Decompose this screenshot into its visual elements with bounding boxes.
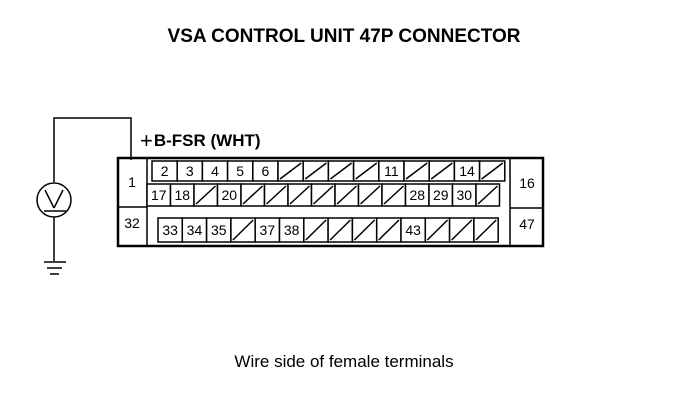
pin-18: 18 <box>174 187 190 203</box>
pin-32: 32 <box>124 215 140 231</box>
unused-pin-slash <box>279 162 302 180</box>
unused-pin-slash <box>451 219 473 241</box>
unused-pin-slash <box>383 185 405 205</box>
unused-pin-slash <box>336 185 358 205</box>
pin-20: 20 <box>221 187 237 203</box>
pin-17: 17 <box>151 187 167 203</box>
unused-pin-slash <box>329 162 353 180</box>
unused-pin-slash <box>305 219 327 241</box>
unused-pin-slash <box>405 162 428 180</box>
pin-6: 6 <box>262 163 270 179</box>
pin-30: 30 <box>456 187 472 203</box>
voltmeter-icon <box>36 182 72 218</box>
voltmeter-needle-right <box>53 189 64 209</box>
unused-pin-slash <box>481 162 504 180</box>
pin-4: 4 <box>211 163 219 179</box>
pin-1: 1 <box>128 174 136 190</box>
positive-probe-icon: + <box>140 128 153 153</box>
unused-pin-slash <box>242 185 264 205</box>
unused-pin-slash <box>304 162 327 180</box>
unused-pin-slash <box>477 185 499 205</box>
caption: Wire side of female terminals <box>234 352 454 371</box>
unused-pin-slash <box>195 185 217 205</box>
pin-34: 34 <box>187 222 203 238</box>
pin-37: 37 <box>260 222 276 238</box>
pin-47: 47 <box>519 216 535 232</box>
wire-label: +B-FSR (WHT) <box>140 126 261 153</box>
pin-28: 28 <box>409 187 425 203</box>
probe-wire <box>53 117 132 182</box>
unused-pin-slash <box>232 219 254 241</box>
pin-43: 43 <box>405 222 421 238</box>
unused-pin-slash <box>289 185 311 205</box>
wire-label-text: B-FSR (WHT) <box>153 131 261 150</box>
connector-cell <box>400 217 427 243</box>
unused-pin-slash <box>475 219 497 241</box>
diagram-title: VSA CONTROL UNIT 47P CONNECTOR <box>167 26 521 47</box>
connector-cell <box>254 217 281 243</box>
pin-2: 2 <box>161 163 169 179</box>
pin-3: 3 <box>186 163 194 179</box>
unused-pin-slash <box>359 185 381 205</box>
pin-16: 16 <box>519 175 535 191</box>
unused-pin-slash <box>355 162 378 180</box>
unused-pin-slash <box>378 219 400 241</box>
pin-35: 35 <box>211 222 227 238</box>
pin-14: 14 <box>459 163 475 179</box>
pin-5: 5 <box>236 163 244 179</box>
unused-pin-slash <box>426 219 449 241</box>
unused-pin-slash <box>312 185 334 205</box>
pin-11: 11 <box>384 163 399 179</box>
connector-cell <box>181 217 208 243</box>
pin-38: 38 <box>284 222 300 238</box>
unused-pin-slash <box>430 162 453 180</box>
unused-pin-slash <box>329 219 351 241</box>
pin-33: 33 <box>162 222 178 238</box>
unused-pin-slash <box>353 219 376 241</box>
voltmeter-needle-left <box>44 189 55 209</box>
voltmeter-circuit <box>36 117 132 275</box>
pin-29: 29 <box>433 187 449 203</box>
unused-pin-slash <box>265 185 287 205</box>
connector-cell <box>157 217 184 243</box>
